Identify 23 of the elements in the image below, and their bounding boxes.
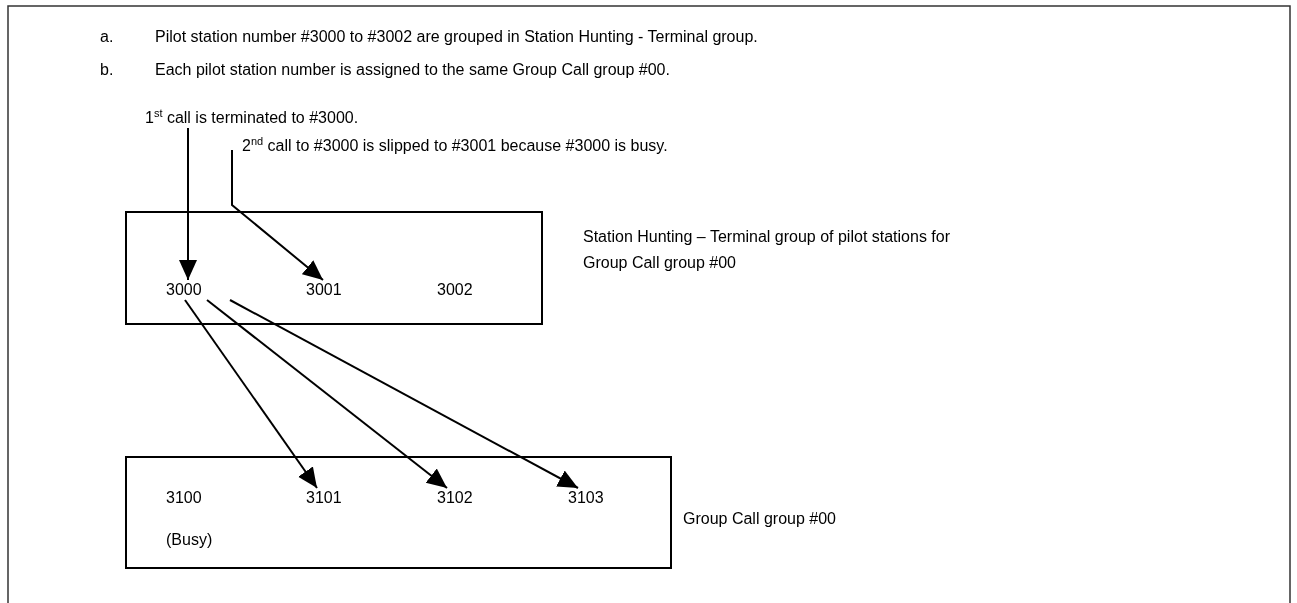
arrow (206, 299, 448, 489)
station-number: 3101 (306, 488, 342, 508)
station-number: 3001 (306, 280, 342, 300)
station-number: 3000 (166, 280, 202, 300)
note-text: Each pilot station number is assigned to the same Group Call group #00. (155, 60, 670, 80)
arrow (184, 299, 318, 489)
station-number: 3103 (568, 488, 604, 508)
group-box (125, 456, 672, 569)
arrow (179, 127, 197, 281)
status-text: (Busy) (166, 530, 213, 550)
group-box (125, 211, 543, 325)
call-note: 1$^{st}$ call is terminated to #3000. (145, 108, 359, 128)
arrow (231, 149, 324, 281)
station-number: 3102 (437, 488, 473, 508)
box-caption: Station Hunting – Terminal group of pilot stations for Group Call group #00 (583, 227, 952, 273)
call-note: 2$^{nd}$ call to #3000 is slipped to #3001 because #3000 is busy. (232, 136, 668, 156)
station-number: 3002 (437, 280, 473, 300)
station-number: 3100 (166, 488, 202, 508)
list-marker: a. (100, 27, 114, 47)
list-marker: b. (100, 60, 114, 80)
note-text: Pilot station number #3000 to #3002 are grouped in Station Hunting - Terminal group. (155, 27, 758, 47)
arrow (229, 299, 579, 489)
box-caption: Group Call group #00 (683, 509, 837, 529)
